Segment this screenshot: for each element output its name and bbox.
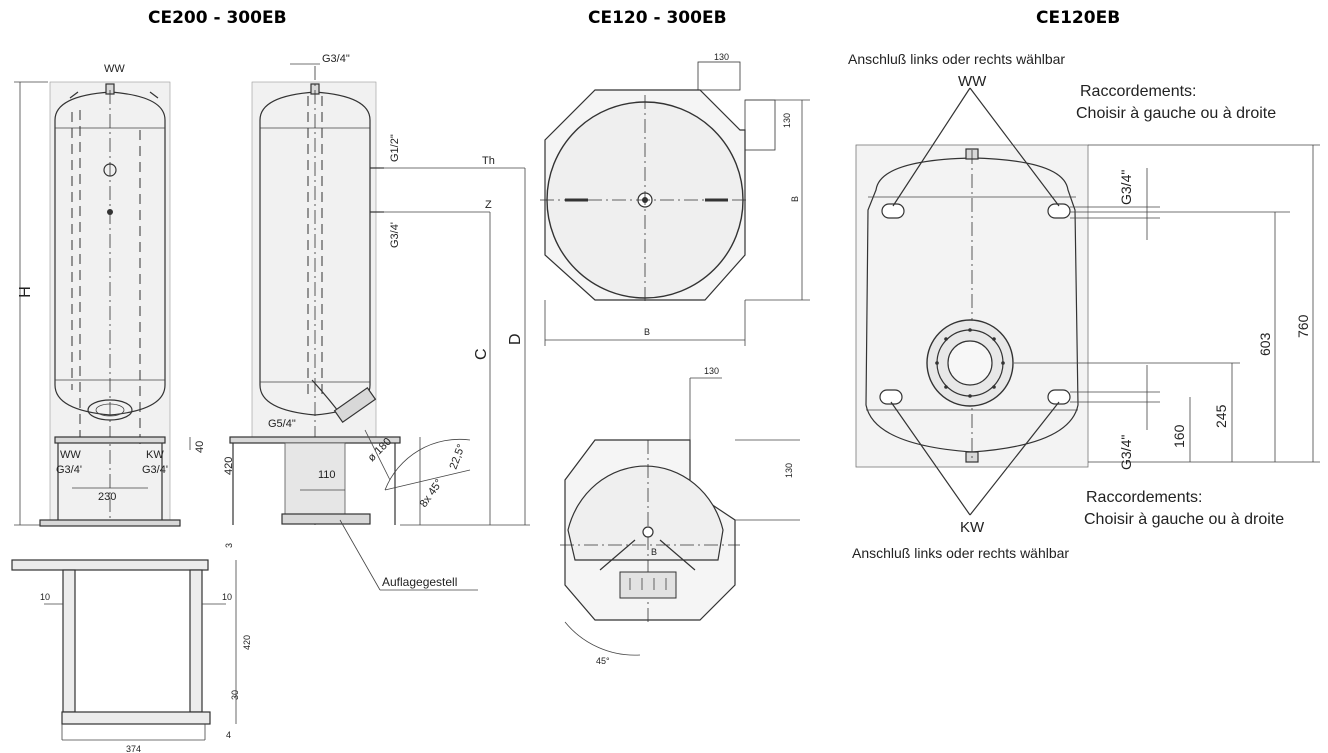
kw-label-right: KW: [960, 519, 985, 536]
small-top-view-drawing: [560, 377, 800, 656]
angle-8x45-label: 8x 45°: [418, 477, 446, 510]
top-view-drawing: [540, 61, 810, 346]
top-view-130-b: 130: [782, 113, 792, 128]
top-view-b-bottom: B: [644, 327, 650, 337]
small-view-b: B: [651, 547, 657, 557]
d4-label: 4: [226, 730, 231, 740]
raccordements-bottom-text: Choisir à gauche ou à droite: [1084, 511, 1284, 528]
g34-mid-label: G3/4': [389, 222, 401, 248]
angle-22-5-label: 22,5°: [448, 443, 468, 471]
d10-right-label: 10: [222, 592, 232, 602]
z-label: Z: [485, 199, 492, 211]
auflagegestell-label: Auflagegestell: [382, 575, 457, 589]
c-dimension-label: C: [473, 348, 490, 360]
raccordements-top-title: Raccordements:: [1080, 83, 1197, 100]
raccordements-top-text: Choisir à gauche ou à droite: [1076, 105, 1276, 122]
stand-detail-drawing: [11, 559, 237, 741]
d245-label: 245: [1213, 404, 1229, 428]
small-view-45deg: 45°: [596, 656, 610, 666]
g34-left-label: G3/4': [56, 464, 82, 476]
d10-left-label: 10: [40, 592, 50, 602]
d603-label: 603: [1257, 332, 1273, 356]
conn-choice-bottom: Anschluß links oder rechts wählbar: [852, 545, 1069, 561]
h40-label: 40: [194, 441, 206, 453]
th-label: Th: [482, 155, 495, 167]
g34-top-right-label: G3/4": [1118, 170, 1134, 205]
d760-label: 760: [1295, 314, 1311, 338]
ce120eb-drawing: [855, 87, 1320, 516]
g12-label: G1/2": [389, 134, 401, 162]
ww-bottom-label: WW: [60, 449, 81, 461]
g34-right-label: G3/4': [142, 464, 168, 476]
g34-top-side-label: G3/4": [322, 53, 350, 65]
header-ce200-300eb: CE200 - 300EB: [148, 8, 287, 28]
header-ce120-300eb: CE120 - 300EB: [588, 8, 727, 28]
w230-label: 230: [98, 491, 116, 503]
ww-label-front: WW: [104, 63, 125, 75]
w110-label: 110: [318, 469, 336, 481]
kw-bottom-label: KW: [146, 449, 164, 461]
d30-label: 30: [230, 690, 240, 700]
g54-label: G5/4": [268, 418, 296, 430]
conn-choice-top: Anschluß links oder rechts wählbar: [848, 51, 1065, 67]
top-view-b-right: B: [790, 196, 800, 202]
side-view-drawing: [229, 63, 530, 591]
h420-side-label: 420: [223, 457, 235, 475]
top-view-130-a: 130: [714, 52, 729, 62]
d160-label: 160: [1171, 424, 1187, 448]
g34-bottom-right-label: G3/4": [1118, 435, 1134, 470]
front-view-drawing: [14, 81, 191, 527]
ww-label-right: WW: [958, 73, 987, 90]
h-dimension-label: H: [17, 286, 34, 298]
d-dimension-label: D: [507, 333, 524, 345]
d420-label: 420: [242, 635, 252, 650]
d374-label: 374: [126, 744, 141, 753]
d3-label: 3: [224, 543, 234, 548]
raccordements-bottom-title: Raccordements:: [1086, 489, 1203, 506]
header-ce120eb: CE120EB: [1036, 8, 1121, 28]
small-view-130-b: 130: [784, 463, 794, 478]
small-view-130-a: 130: [704, 366, 719, 376]
